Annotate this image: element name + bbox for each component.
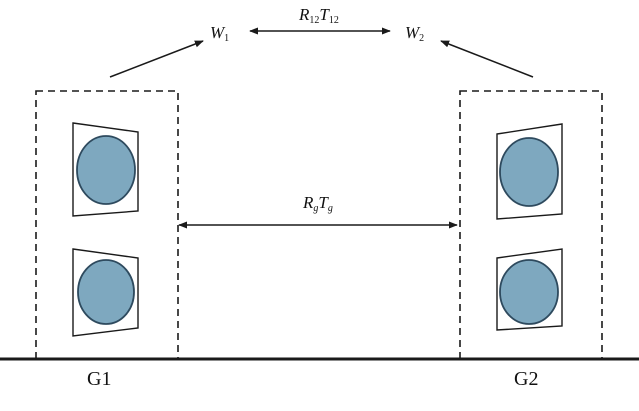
label-group2: G2	[514, 368, 539, 390]
speaker-g1-bottom	[72, 248, 139, 337]
label-w1: W1	[210, 23, 230, 44]
group2-box	[459, 90, 603, 360]
label-r12-t12: R12T12	[299, 5, 339, 26]
speaker-g2-bottom	[496, 248, 563, 331]
group1-box	[35, 90, 179, 360]
label-w2: W2	[405, 23, 425, 44]
label-group1: G1	[87, 368, 112, 390]
speaker-g1-top	[72, 122, 139, 217]
arrow-g1-to-w1	[109, 40, 204, 78]
speaker-g2-top	[496, 123, 563, 220]
label-rg-tg: RgTg	[303, 193, 333, 214]
arrow-g2-to-w2	[440, 40, 534, 78]
